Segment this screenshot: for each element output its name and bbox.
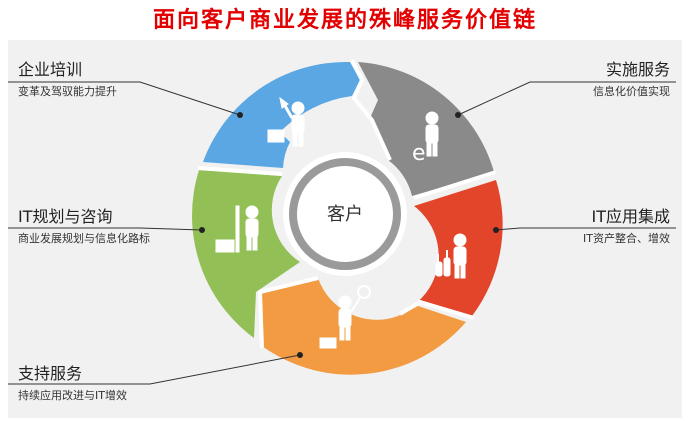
label-support: 支持服务 持续应用改进与IT增效 [18, 364, 127, 404]
person-pointing-up-icon [267, 96, 305, 147]
segment-integration [402, 180, 503, 316]
center-label: 客户 [327, 204, 363, 225]
label-training-title: 企业培训 [18, 60, 83, 79]
segment-support [262, 278, 466, 375]
person-e-icon: e [412, 111, 439, 166]
segment-training [203, 61, 360, 168]
label-implementation: 实施服务 信息化价值实现 [593, 60, 670, 100]
segment-separators [197, 59, 497, 349]
center-ring [289, 158, 401, 270]
person-tools-icon [435, 233, 467, 279]
label-implementation-subtitle: 信息化价值实现 [593, 85, 670, 98]
diagram-title: 面向客户商业发展的殊峰服务价值链 [152, 7, 537, 33]
label-support-title: 支持服务 [18, 364, 83, 383]
label-support-subtitle: 持续应用改进与IT增效 [18, 389, 127, 402]
label-training-subtitle: 变革及驾驭能力提升 [18, 85, 117, 98]
label-integration-title: IT应用集成 [591, 207, 671, 226]
person-magnifier-icon [319, 285, 371, 349]
label-planning-subtitle: 商业发展规划与信息化路标 [18, 232, 150, 245]
leader-dots [199, 112, 499, 358]
label-planning-title: IT规划与咨询 [18, 207, 113, 226]
label-integration-subtitle: IT资产整合、增效 [583, 232, 670, 245]
label-integration: IT应用集成 IT资产整合、增效 [583, 207, 670, 247]
person-ruler-icon [215, 205, 259, 253]
segment-planning [192, 170, 300, 338]
label-training: 企业培训 变革及驾驭能力提升 [18, 60, 117, 100]
label-implementation-title: 实施服务 [605, 60, 670, 79]
svg-text:e: e [412, 141, 426, 166]
label-planning: IT规划与咨询 商业发展规划与信息化路标 [18, 207, 150, 247]
leader-lines [8, 81, 676, 385]
